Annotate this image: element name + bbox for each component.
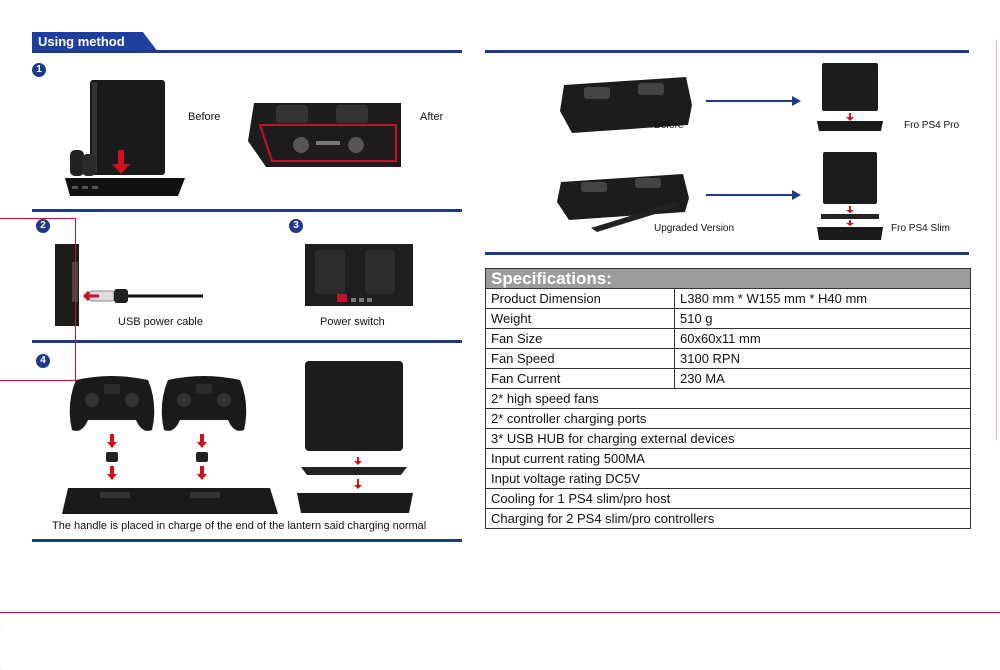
step-number-1: 1 [32,63,46,77]
vertical-stand-image [65,80,185,196]
spec-value: 230 MA [674,368,971,389]
section-divider [485,252,969,255]
controller-image [69,376,155,431]
table-row: Weight 510 g [485,308,971,329]
spec-value: 510 g [674,308,971,329]
feature-item: 2* controller charging ports [485,408,971,429]
spec-key: Fan Size [485,328,675,349]
table-row: Cooling for 1 PS4 slim/pro host [485,488,971,509]
page-edge-line [996,40,997,440]
ps4-console-image [297,361,413,513]
table-row: 2* high speed fans [485,388,971,409]
page-bottom-line [0,612,1000,613]
using-method-header: Using method [32,32,158,52]
table-row: 2* controller charging ports [485,408,971,429]
charging-dock-image [248,103,401,167]
section-divider [485,50,969,53]
for-ps4-slim-label: Fro PS4 Slim [891,223,950,234]
for-ps4-pro-label: Fro PS4 Pro [904,120,960,131]
feature-item: Charging for 2 PS4 slim/pro controllers [485,508,971,529]
section-divider [32,340,462,343]
step4-caption: The handle is placed in charge of the en… [52,520,427,532]
table-row: 3* USB HUB for charging external devices [485,428,971,449]
feature-item: Input current rating 500MA [485,448,971,469]
charging-dock-image [560,77,692,133]
step1-after-label: After [420,111,444,123]
charging-dock-image [557,174,689,232]
red-connector-line [75,218,76,380]
step-number-3: 3 [289,219,303,233]
spec-key: Product Dimension [485,288,675,309]
spec-key: Weight [485,308,675,329]
ps4-slim-image [817,152,883,240]
table-row: Fan Speed 3100 RPN [485,348,971,369]
controller-image [161,376,247,431]
right-arrow-icon [706,96,801,106]
ps4-pro-image [817,63,883,131]
spec-key: Fan Current [485,368,675,389]
step-number-2: 2 [36,219,50,233]
table-row: Fan Current 230 MA [485,368,971,389]
red-connector-line [0,218,76,219]
step2-caption: USB power cable [118,316,203,328]
spec-value: 3100 RPN [674,348,971,369]
spec-value: L380 mm * W155 mm * H40 mm [674,288,971,309]
section-divider [32,50,462,53]
down-arrow-icon [106,434,118,480]
spec-value: 60x60x11 mm [674,328,971,349]
spec-key: Fan Speed [485,348,675,369]
section-divider [32,209,462,212]
power-switch-image [305,244,413,306]
table-row: Product Dimension L380 mm * W155 mm * H4… [485,288,971,309]
right-before-label: Before [654,120,684,131]
feature-item: Cooling for 1 PS4 slim/pro host [485,488,971,509]
step1-before-label: Before [188,111,221,123]
step3-caption: Power switch [320,316,385,328]
upgraded-version-label: Upgraded Version [654,223,735,234]
page-corner-arc [0,630,18,670]
right-arrow-icon [706,190,801,200]
table-row: Charging for 2 PS4 slim/pro controllers [485,508,971,529]
charging-base-image [62,488,278,514]
table-row: Fan Size 60x60x11 mm [485,328,971,349]
section-divider [32,539,462,542]
specifications-title: Specifications: [485,268,971,289]
feature-item: Input voltage rating DC5V [485,468,971,489]
table-row: Input current rating 500MA [485,448,971,469]
feature-item: 3* USB HUB for charging external devices [485,428,971,449]
table-header-row: Specifications: [485,268,971,289]
red-connector-line [0,380,76,381]
step-number-4: 4 [36,354,50,368]
specifications-table: Specifications: Product Dimension L380 m… [485,268,971,529]
feature-item: 2* high speed fans [485,388,971,409]
table-row: Input voltage rating DC5V [485,468,971,489]
down-arrow-icon [196,434,208,480]
